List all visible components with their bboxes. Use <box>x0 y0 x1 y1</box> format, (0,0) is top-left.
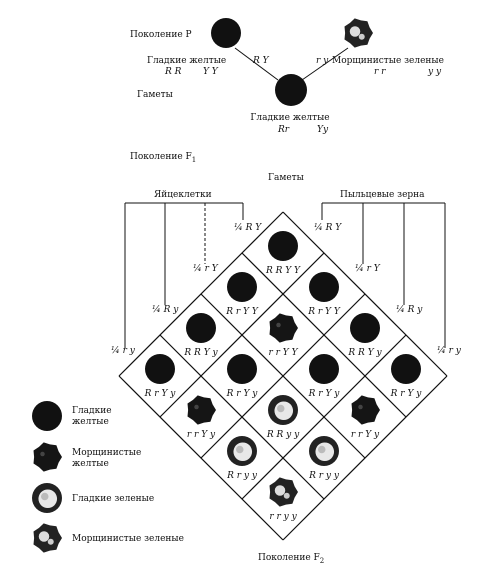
pea-cell-3-1 <box>187 395 216 425</box>
cross-line-left <box>234 47 279 81</box>
cell-genotype-0-1: R r Y Y <box>308 307 340 317</box>
egg-gamete-1: ¼ R Y <box>234 223 262 233</box>
pea-cell-0-3 <box>391 354 421 384</box>
pollen-label: Пыльцевые зерна <box>340 190 425 200</box>
legend-wrinkled-yellow-line1: Морщинистые <box>72 448 142 458</box>
egg-gamete-3: ¼ R y <box>152 305 179 315</box>
pea-cell-2-1 <box>227 354 257 384</box>
legend-smooth-green: Гладкие зеленые <box>30 482 230 518</box>
legend-smooth-green-line1: Гладкие зеленые <box>72 494 155 504</box>
gametes-p-label: Гаметы <box>137 90 173 100</box>
pea-cell-0-1 <box>309 272 339 302</box>
cell-genotype-1-0: R r Y Y <box>226 307 258 317</box>
gametes-f1-label: Гаметы <box>268 173 304 183</box>
egg-label: Яйцеклетки <box>154 190 212 200</box>
generation-p-label: Поколение P <box>130 30 192 40</box>
pea-cell-3-3 <box>269 477 298 507</box>
legend-wrinkled-yellow: Морщинистые желтые <box>30 440 230 476</box>
pea-cell-0-2 <box>350 313 380 343</box>
legend-smooth-yellow-line2: желтые <box>72 417 109 427</box>
f1-pea <box>275 74 307 106</box>
parent-left-gamete: R Y <box>253 56 269 66</box>
cell-genotype-3-1: r r Y y <box>186 430 216 440</box>
f1-genotype-a: Rr <box>278 125 290 135</box>
pollen-gamete-1: ¼ R Y <box>314 223 342 233</box>
punnett-grid <box>118 211 448 541</box>
parent-left-genotype-b: Y Y <box>203 67 218 77</box>
parent-left-name: Гладкие желтые <box>147 56 227 66</box>
pea-cell-3-2 <box>227 436 257 466</box>
cell-genotype-0-2: R R Y y <box>348 348 382 358</box>
pollen-gamete-2: ¼ r Y <box>355 264 380 274</box>
parent-right-pea <box>344 18 373 48</box>
egg-gamete-4: ¼ r y <box>111 346 135 356</box>
cell-genotype-2-2: R R y y <box>266 430 300 440</box>
pea-cell-1-2 <box>309 354 339 384</box>
legend-pea-smooth-yellow <box>32 401 62 431</box>
cell-genotype-1-1: r r Y Y <box>268 348 298 358</box>
parent-right-genotype-b: y y <box>428 67 442 77</box>
cell-genotype-2-3: R r y y <box>309 471 339 481</box>
legend-smooth-yellow: Гладкие желтые <box>30 398 230 434</box>
egg-bracket <box>124 202 244 348</box>
pea-layer <box>32 18 421 553</box>
cell-genotype-1-2: R r Y y <box>308 389 340 399</box>
pea-cell-1-0 <box>227 272 257 302</box>
legend-pea-smooth-green <box>32 483 62 513</box>
f1-genotype-b: Yy <box>317 125 329 135</box>
cell-genotype-3-2: R r y y <box>227 471 257 481</box>
cell-genotype-0-0: R R Y Y <box>265 266 301 276</box>
legend-wrinkled-green: Морщинистые зеленые <box>30 522 230 558</box>
pea-cell-1-3 <box>351 395 380 425</box>
parent-right-name: Морщинистые зеленые <box>332 56 444 66</box>
pollen-gamete-3: ¼ R y <box>396 305 423 315</box>
parent-left-genotype-a: R R <box>165 67 182 77</box>
parent-right-gamete: r y <box>316 56 329 66</box>
cell-genotype-3-3: r r y y <box>269 512 297 522</box>
legend-pea-wrinkled-green <box>33 523 62 553</box>
pollen-bracket <box>321 202 446 348</box>
f1-name: Гладкие желтые <box>250 113 330 123</box>
pollen-gamete-4: ¼ r y <box>437 346 461 356</box>
pea-cell-1-1 <box>269 313 298 343</box>
cell-genotype-2-1: R r Y y <box>226 389 258 399</box>
egg-gamete-2: ¼ r Y <box>193 264 218 274</box>
cross-line-right <box>301 47 349 81</box>
cell-genotype-1-3: r r Y y <box>350 430 380 440</box>
pea-cell-2-0 <box>186 313 216 343</box>
pea-cell-3-0 <box>145 354 175 384</box>
generation-f1-label: Поколение F1 <box>130 152 197 164</box>
parent-right-genotype-a: r r <box>374 67 386 77</box>
cell-genotype-2-0: R R Y y <box>184 348 218 358</box>
pea-cell-0-0 <box>268 231 298 261</box>
legend-smooth-yellow-line1: Гладкие <box>72 406 112 416</box>
generation-f2-label: Поколение F2 <box>258 553 325 565</box>
parent-left-pea <box>211 18 241 48</box>
legend-pea-wrinkled-yellow <box>33 442 62 472</box>
pea-cell-2-3 <box>309 436 339 466</box>
pea-cell-2-2 <box>268 395 298 425</box>
cell-genotype-3-0: R r Y y <box>144 389 176 399</box>
legend-wrinkled-green-line1: Морщинистые зеленые <box>72 534 184 544</box>
cell-genotype-0-3: R r Y y <box>390 389 422 399</box>
legend-wrinkled-yellow-line2: желтые <box>72 459 109 469</box>
